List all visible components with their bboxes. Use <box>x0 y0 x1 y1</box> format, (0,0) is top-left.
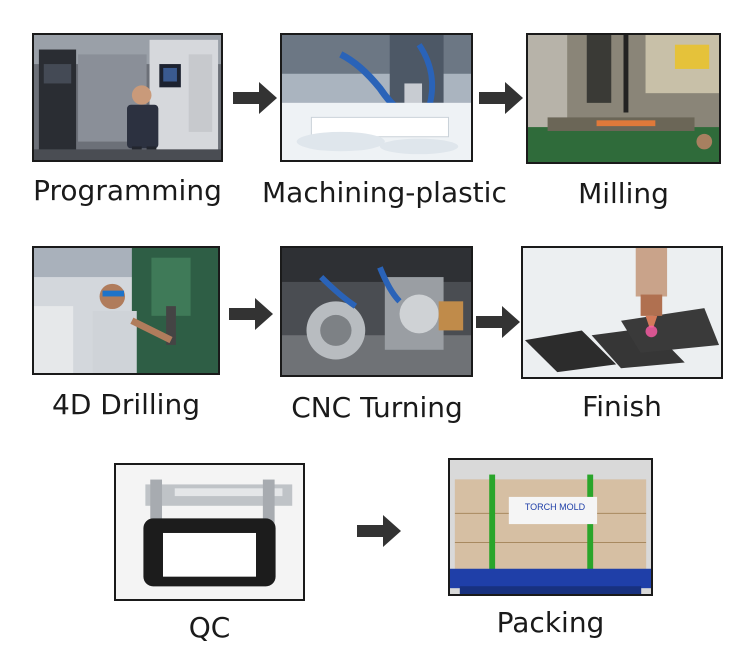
arrow-2-icon <box>479 82 523 114</box>
machining-plastic-photo <box>280 33 473 162</box>
pallet-packing-photo-icon <box>450 460 651 594</box>
step-label-programming: Programming <box>33 174 222 207</box>
plastic-machining-photo-icon <box>282 35 471 160</box>
cnc-operator-photo-icon <box>34 35 221 160</box>
step-label-cnc-turning: CNC Turning <box>291 391 463 424</box>
laser-finish-photo-icon <box>523 248 721 377</box>
cnc-lathe-photo-icon <box>282 248 471 375</box>
arrow-1-icon <box>233 82 277 114</box>
step-label-packing: Packing <box>496 606 605 639</box>
packing-box-brand: TORCH MOLD <box>524 502 586 512</box>
step-label-qc: QC <box>188 611 231 644</box>
qc-photo <box>114 463 305 601</box>
arrow-5-icon <box>357 515 401 547</box>
milling-photo <box>526 33 721 164</box>
programming-photo <box>32 33 223 162</box>
cnc-turning-photo <box>280 246 473 377</box>
milling-machine-photo-icon <box>528 35 719 162</box>
drilling-photo <box>32 246 220 375</box>
caliper-inspection-photo-icon <box>116 465 303 599</box>
step-label-machining-plastic: Machining-plastic <box>262 176 507 209</box>
finish-photo <box>521 246 723 379</box>
packing-photo: TORCH MOLD <box>448 458 653 596</box>
arrow-4-icon <box>476 306 520 338</box>
step-label-finish: Finish <box>582 390 662 423</box>
arrow-3-icon <box>229 298 273 330</box>
step-label-drilling: 4D Drilling <box>52 388 200 421</box>
drilling-operator-photo-icon <box>34 248 218 373</box>
step-label-milling: Milling <box>578 177 669 210</box>
